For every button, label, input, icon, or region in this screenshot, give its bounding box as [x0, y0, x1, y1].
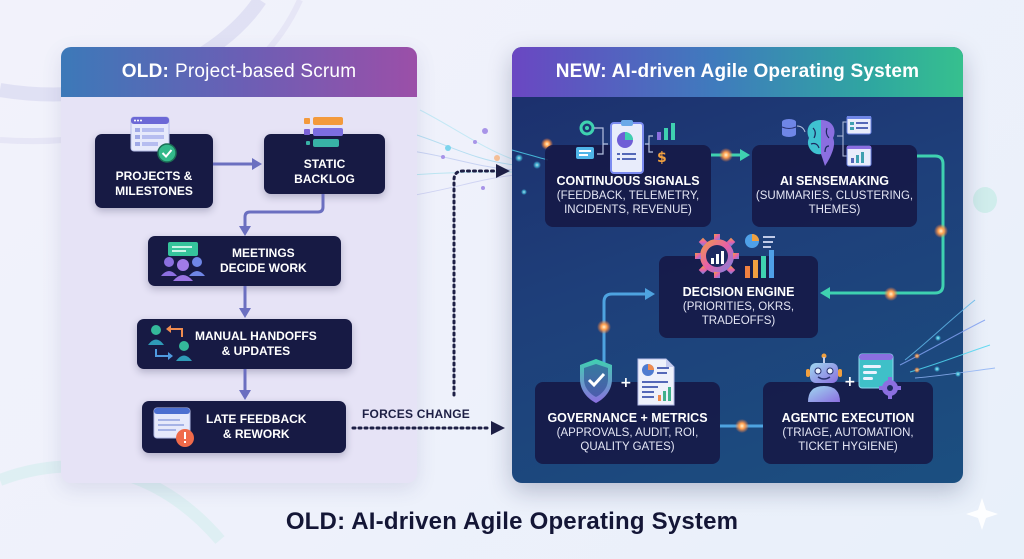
old-panel-header-title: Project-based Scrum [175, 61, 357, 82]
step-label: LATE FEEDBACK & REWORK [206, 412, 307, 441]
gear-chart-icon [695, 234, 775, 278]
new-panel-header: NEW: AI-driven Agile Operating System [512, 47, 963, 97]
forces-change-label: FORCES CHANGE [362, 407, 470, 421]
svg-text:+: + [620, 375, 632, 391]
node-title: AI SENSEMAKING [779, 174, 890, 188]
node-decision-engine: DECISION ENGINE (PRIORITIES, OKRS, TRADE… [659, 256, 818, 338]
shield-report-icon: + [580, 358, 675, 406]
step-label: STATIC BACKLOG [294, 157, 355, 186]
node-title: GOVERNANCE + METRICS [547, 411, 708, 425]
node-agentic-execution: AGENTIC EXECUTION (TRIAGE, AUTOMATION, T… [763, 382, 933, 464]
meeting-group-icon [161, 242, 205, 281]
node-title: AGENTIC EXECUTION [781, 411, 915, 425]
node-subtitle: (SUMMARIES, CLUSTERING, THEMES) [755, 190, 914, 216]
node-subtitle: (APPROVALS, AUDIT, ROI, QUALITY GATES) [556, 427, 699, 453]
svg-text:+: + [844, 374, 856, 390]
step-manual-handoffs: MANUAL HANDOFFS & UPDATES [137, 319, 352, 369]
arrow-head-icon [496, 164, 510, 178]
checklist-window-icon [130, 116, 177, 163]
node-governance-metrics: GOVERNANCE + METRICS (APPROVALS, AUDIT, … [535, 382, 720, 464]
clipboard-signals-icon: $ [576, 120, 675, 174]
backlog-bars-icon [304, 117, 343, 147]
node-subtitle: (FEEDBACK, TELEMETRY, INCIDENTS, REVENUE… [556, 190, 700, 216]
arrow-head-icon [491, 421, 505, 435]
step-label: PROJECTS & MILESTONES [115, 169, 193, 198]
robot-automation-icon: + [806, 353, 901, 402]
svg-text:$: $ [657, 150, 667, 166]
node-title: CONTINUOUS SIGNALS [556, 174, 700, 188]
warning-document-icon [153, 407, 194, 447]
handoff-people-icon [148, 325, 192, 361]
old-panel-header: OLD: Project-based Scrum [61, 47, 417, 97]
brain-icon [781, 116, 872, 167]
node-ai-sensemaking: AI SENSEMAKING (SUMMARIES, CLUSTERING, T… [752, 145, 917, 227]
footer-title: OLD: AI-driven Agile Operating System [285, 508, 739, 535]
step-label: MEETINGS DECIDE WORK [220, 246, 307, 275]
old-panel-header-prefix: OLD: [121, 61, 170, 82]
step-label: MANUAL HANDOFFS & UPDATES [195, 329, 317, 358]
node-title: DECISION ENGINE [682, 285, 795, 299]
node-subtitle: (TRIAGE, AUTOMATION, TICKET HYGIENE) [782, 427, 914, 453]
node-subtitle: (PRIORITIES, OKRS, TRADEOFFS) [682, 301, 795, 327]
